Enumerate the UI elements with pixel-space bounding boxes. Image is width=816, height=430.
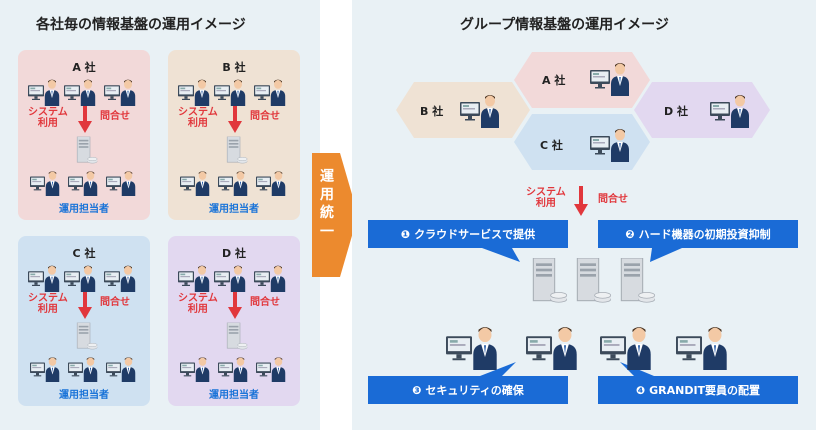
staff-label: 運用担当者 xyxy=(209,204,259,215)
hex-d-staff-icon xyxy=(710,88,750,128)
grandit-staff-icon xyxy=(676,318,728,370)
server-icon xyxy=(528,256,568,308)
hex-a-staff-icon xyxy=(590,56,630,96)
grandit-staff-icon xyxy=(526,318,578,370)
right-down-arrow xyxy=(574,186,588,216)
user-icon xyxy=(178,260,210,292)
staff-icon xyxy=(106,352,136,382)
staff-icon xyxy=(218,166,248,196)
staff-label: 運用担当者 xyxy=(209,390,259,401)
user-icon xyxy=(254,260,286,292)
staff-icon xyxy=(68,352,98,382)
user-icon xyxy=(104,74,136,106)
user-icon xyxy=(64,74,96,106)
server-icon xyxy=(74,136,98,166)
callout-hardware-cost: ❷ ハード機器の初期投資抑制 xyxy=(598,220,798,248)
staff-icon xyxy=(256,166,286,196)
staff-icon xyxy=(30,166,60,196)
staff-icon xyxy=(30,352,60,382)
staff-icon xyxy=(180,352,210,382)
hex-d-label: D 社 xyxy=(664,105,688,118)
staff-label: 運用担当者 xyxy=(59,390,109,401)
system-use-label: システム利用 xyxy=(178,293,218,315)
user-icon xyxy=(104,260,136,292)
company-box: C 社システム利用 問合せ運用担当者 xyxy=(18,236,150,406)
system-use-label: システム利用 xyxy=(178,107,218,129)
inquiry-label: 問合せ xyxy=(100,111,130,122)
hex-b-staff-icon xyxy=(460,88,500,128)
company-box: D 社システム利用 問合せ運用担当者 xyxy=(168,236,300,406)
company-box: B 社システム利用 問合せ運用担当者 xyxy=(168,50,300,220)
user-icon xyxy=(214,74,246,106)
company-label: A 社 xyxy=(72,61,96,74)
user-icon xyxy=(254,74,286,106)
callout-grandit-staff: ❹ GRANDIT要員の配置 xyxy=(598,376,798,404)
hex-c-staff-icon xyxy=(590,122,630,162)
company-label: C 社 xyxy=(72,247,96,260)
staff-icon xyxy=(68,166,98,196)
hex-b-label: B 社 xyxy=(420,105,444,118)
down-arrow xyxy=(78,106,92,133)
right-inquiry-label: 問合せ xyxy=(598,194,628,205)
staff-icon xyxy=(180,166,210,196)
callout-security: ❸ セキュリティの確保 xyxy=(368,376,568,404)
user-icon xyxy=(214,260,246,292)
system-use-label: システム利用 xyxy=(28,107,68,129)
hex-c-label: C 社 xyxy=(540,139,563,152)
left-panel-title: 各社毎の情報基盤の運用イメージ xyxy=(36,17,246,33)
down-arrow xyxy=(78,292,92,319)
company-label: B 社 xyxy=(222,61,246,74)
server-icon xyxy=(616,256,656,308)
staff-icon xyxy=(106,166,136,196)
staff-icon xyxy=(218,352,248,382)
right-system-use-label: システム 利用 xyxy=(526,187,566,209)
unify-arrow-label: 運 用 統 一 xyxy=(320,169,334,240)
user-icon xyxy=(178,74,210,106)
right-panel: グループ情報基盤の運用イメージ xyxy=(352,0,816,430)
right-panel-title: グループ情報基盤の運用イメージ xyxy=(460,17,669,33)
company-label: D 社 xyxy=(222,247,246,260)
server-icon xyxy=(224,322,248,352)
inquiry-label: 問合せ xyxy=(250,297,280,308)
staff-icon xyxy=(256,352,286,382)
system-use-label: システム利用 xyxy=(28,293,68,315)
grandit-staff-icon xyxy=(600,318,652,370)
inquiry-label: 問合せ xyxy=(100,297,130,308)
inquiry-label: 問合せ xyxy=(250,111,280,122)
user-icon xyxy=(64,260,96,292)
unify-arrow xyxy=(312,153,358,277)
hex-a-label: A 社 xyxy=(542,74,566,87)
down-arrow xyxy=(228,106,242,133)
staff-label: 運用担当者 xyxy=(59,204,109,215)
callout-cloud-service: ❶ クラウドサービスで提供 xyxy=(368,220,568,248)
user-icon xyxy=(28,74,60,106)
grandit-staff-icon xyxy=(446,318,498,370)
company-box: A 社システム利用 問合せ運用担当者 xyxy=(18,50,150,220)
server-icon xyxy=(572,256,612,308)
down-arrow xyxy=(228,292,242,319)
user-icon xyxy=(28,260,60,292)
server-icon xyxy=(224,136,248,166)
server-icon xyxy=(74,322,98,352)
